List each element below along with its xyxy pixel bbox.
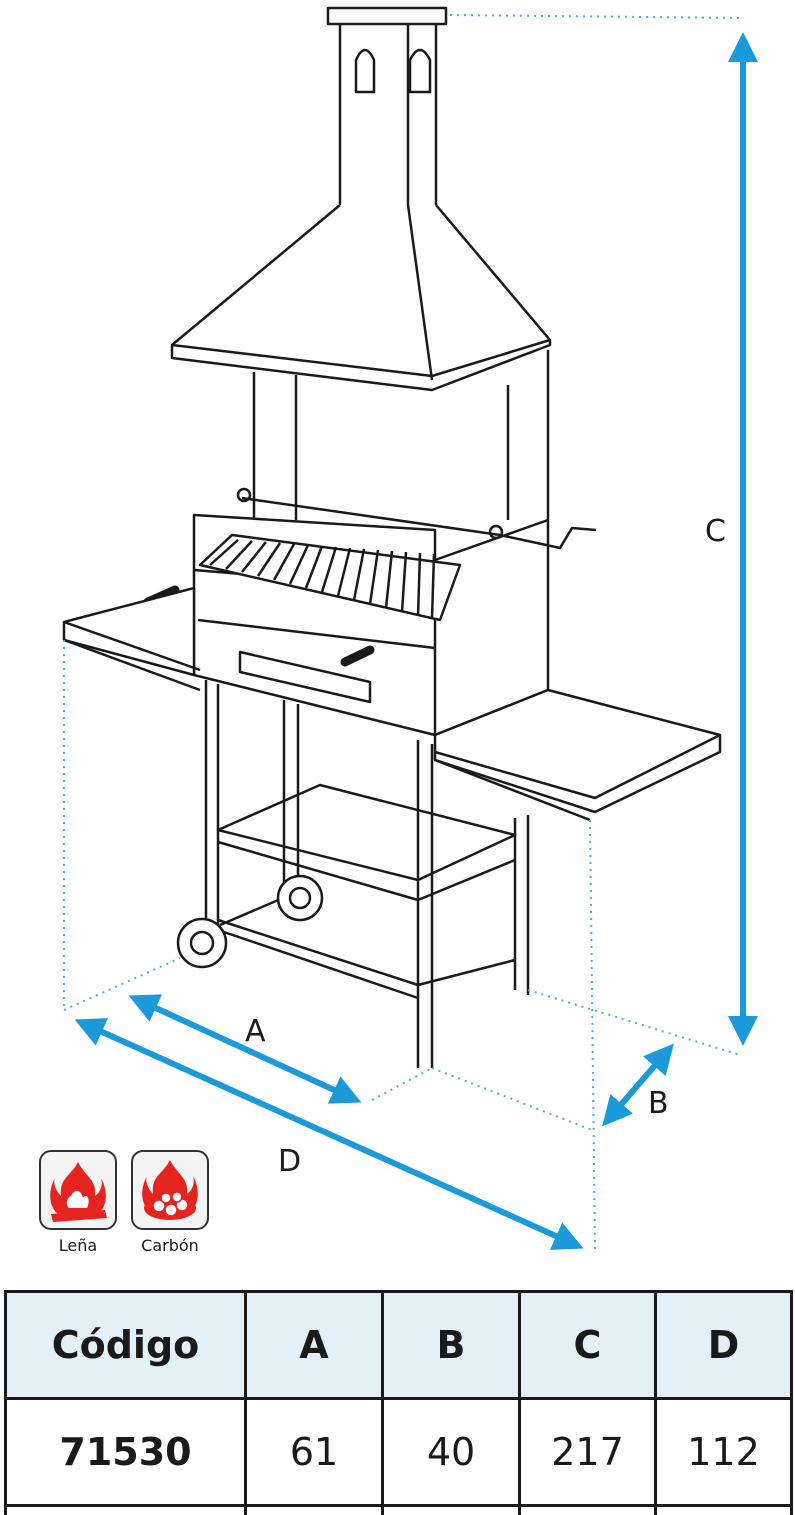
barbecue-illustration [64,8,720,1068]
table-header-row: Código A B C D [6,1292,792,1399]
cell-code: 71530 [6,1399,246,1506]
dimension-c-label: C [705,514,726,549]
charcoal-flame-icon [131,1150,209,1230]
fuel-label-charcoal: Carbón [130,1236,210,1255]
header-code: Código [6,1292,246,1399]
dimension-a-label: A [245,1014,266,1049]
dimensions-table: Código A B C D 71530 61 40 217 112 [4,1290,793,1515]
fuel-option-charcoal: Carbón [130,1150,210,1255]
table-row: 71530 61 40 217 112 [6,1399,792,1506]
fuel-label-firewood: Leña [38,1236,118,1255]
header-d: D [656,1292,792,1399]
table-cut-row [6,1506,792,1515]
cell-b: 40 [383,1399,520,1506]
header-a: A [246,1292,383,1399]
header-c: C [520,1292,656,1399]
cell-d: 112 [656,1399,792,1506]
dimension-d-label: D [278,1144,301,1179]
firewood-flame-icon [39,1150,117,1230]
fuel-option-firewood: Leña [38,1150,118,1255]
dimension-b-label: B [648,1086,669,1121]
header-b: B [383,1292,520,1399]
cell-c: 217 [520,1399,656,1506]
cell-a: 61 [246,1399,383,1506]
barbecue-diagram: C A B D [0,0,795,1280]
